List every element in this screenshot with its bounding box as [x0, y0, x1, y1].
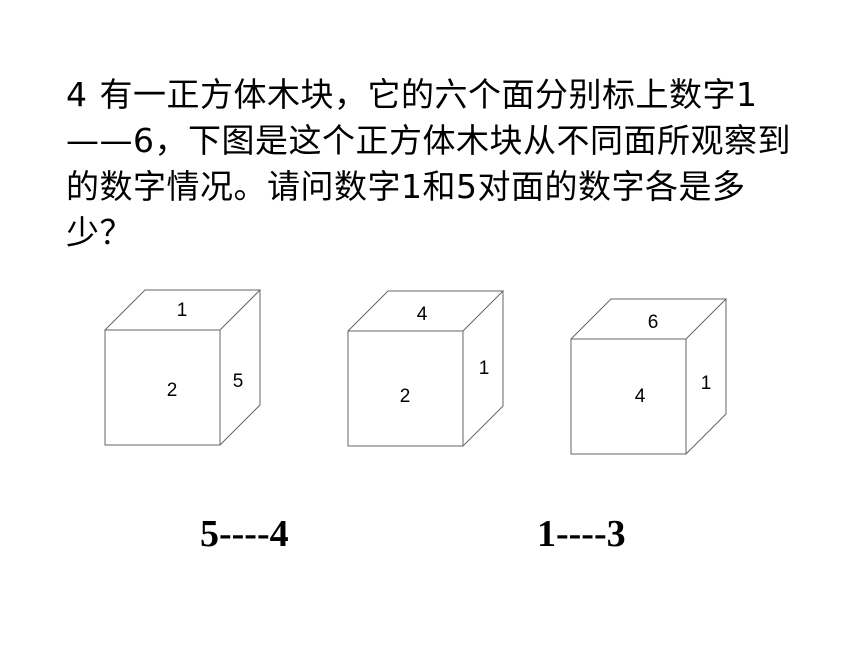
cube-1-drawing: 1 2 5	[104, 289, 262, 446]
cube-3: 6 4 1	[566, 294, 731, 459]
cube-2-side-number: 1	[479, 358, 490, 379]
cube-3-top-number: 6	[648, 312, 659, 333]
cube-1: 1 2 5	[100, 285, 265, 450]
cube-3-side-number: 1	[701, 373, 712, 394]
cube-2: 4 2 1	[343, 286, 508, 451]
cube-2-top-number: 4	[417, 304, 428, 325]
question-body: 有一正方体木块，它的六个面分别标上数字1——6，下图是这个正方体木块从不同面所观…	[66, 75, 791, 252]
cube-1-side-number: 5	[233, 371, 244, 392]
cube-3-drawing: 6 4 1	[570, 298, 728, 455]
question-number: 4	[66, 75, 88, 114]
cube-1-top-number: 1	[177, 300, 188, 321]
cube-3-front-number: 4	[635, 386, 646, 407]
answer-first: 5----4	[200, 513, 289, 555]
cube-2-drawing: 4 2 1	[347, 290, 505, 447]
cube-2-front-number: 2	[400, 386, 411, 407]
answer-second: 1----3	[537, 513, 626, 555]
cube-1-front-number: 2	[167, 380, 178, 401]
